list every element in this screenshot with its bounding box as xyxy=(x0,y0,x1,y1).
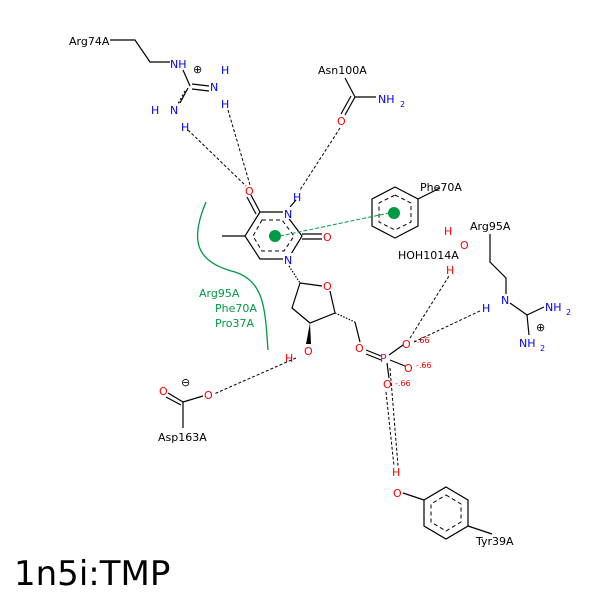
svg-text:O: O xyxy=(402,338,411,351)
svg-text:-.66: -.66 xyxy=(395,379,411,388)
residue-arg74: Arg74A NH ⊕ N H H N H H xyxy=(69,35,229,134)
ring-centroid xyxy=(269,230,281,242)
svg-text:Asp163A: Asp163A xyxy=(158,431,207,444)
svg-text:O: O xyxy=(245,185,254,198)
svg-text:2: 2 xyxy=(540,344,545,353)
svg-text:H: H xyxy=(482,302,490,315)
ligand-thymine: N N H O O xyxy=(222,185,332,267)
ring-centroid xyxy=(388,207,400,219)
residue-asp163: O ⊖ O Asp163A xyxy=(158,376,213,444)
svg-text:N: N xyxy=(284,254,292,267)
residue-arg95: Arg95A N H NH 2 NH 2 ⊕ xyxy=(470,220,571,353)
svg-text:H: H xyxy=(446,264,454,277)
svg-text:N: N xyxy=(210,81,218,94)
svg-text:N: N xyxy=(284,208,292,221)
svg-text:HOH1014A: HOH1014A xyxy=(398,249,459,262)
residue-phe70: Phe70A xyxy=(371,181,462,239)
svg-text:O: O xyxy=(323,280,332,293)
svg-text:Arg95A: Arg95A xyxy=(470,220,511,233)
hydrogen-bonds xyxy=(187,109,483,467)
svg-text:2: 2 xyxy=(566,308,571,317)
svg-text:2: 2 xyxy=(400,100,405,109)
svg-text:NH: NH xyxy=(378,93,395,106)
svg-text:O: O xyxy=(404,362,413,375)
svg-text:O: O xyxy=(460,239,469,252)
residue-asn100: Asn100A NH 2 O xyxy=(318,64,405,128)
hydrophobic-label-arg95: Arg95A xyxy=(199,287,240,300)
svg-text:H: H xyxy=(221,64,229,77)
residue-tyr39: H O Tyr39A xyxy=(392,466,514,548)
svg-text:N: N xyxy=(170,104,178,117)
svg-text:P: P xyxy=(380,352,387,365)
water-hoh1014: HOH1014A H O H xyxy=(398,225,469,277)
svg-text:⊖: ⊖ xyxy=(181,376,190,389)
svg-text:Phe70A: Phe70A xyxy=(420,181,462,194)
svg-text:NH: NH xyxy=(170,58,187,71)
svg-text:O: O xyxy=(393,487,402,500)
hydrophobic-label-phe70: Phe70A xyxy=(215,302,257,315)
svg-text:NH: NH xyxy=(519,337,536,350)
svg-text:Asn100A: Asn100A xyxy=(318,64,367,77)
svg-text:H: H xyxy=(392,466,400,479)
ligand-sugar-phosphate: O O H O P O -.66 O -.66 O -.66 xyxy=(285,265,432,391)
svg-text:O: O xyxy=(323,231,332,244)
diagram-title: 1n5i:TMP xyxy=(14,554,170,594)
svg-text:Arg74A: Arg74A xyxy=(69,35,110,48)
svg-text:N: N xyxy=(501,294,509,307)
svg-text:O: O xyxy=(159,385,168,398)
svg-text:-.66: -.66 xyxy=(414,336,430,345)
hydrophobic-contact-arc xyxy=(196,201,269,351)
svg-text:H: H xyxy=(293,191,301,204)
svg-text:H: H xyxy=(181,121,189,134)
svg-text:O: O xyxy=(204,389,213,402)
svg-text:H: H xyxy=(151,104,159,117)
svg-text:Tyr39A: Tyr39A xyxy=(475,535,514,548)
svg-text:-.66: -.66 xyxy=(416,361,432,370)
svg-text:H: H xyxy=(444,225,452,238)
hydrophobic-label-pro37: Pro37A xyxy=(215,317,254,330)
svg-text:H: H xyxy=(285,352,293,365)
svg-text:O: O xyxy=(383,378,392,391)
svg-text:O: O xyxy=(355,342,364,355)
svg-text:O: O xyxy=(337,115,346,128)
svg-text:⊕: ⊕ xyxy=(536,321,545,334)
svg-text:⊕: ⊕ xyxy=(193,63,202,76)
svg-text:H: H xyxy=(221,98,229,111)
svg-text:NH: NH xyxy=(545,301,562,314)
svg-text:O: O xyxy=(304,345,313,358)
